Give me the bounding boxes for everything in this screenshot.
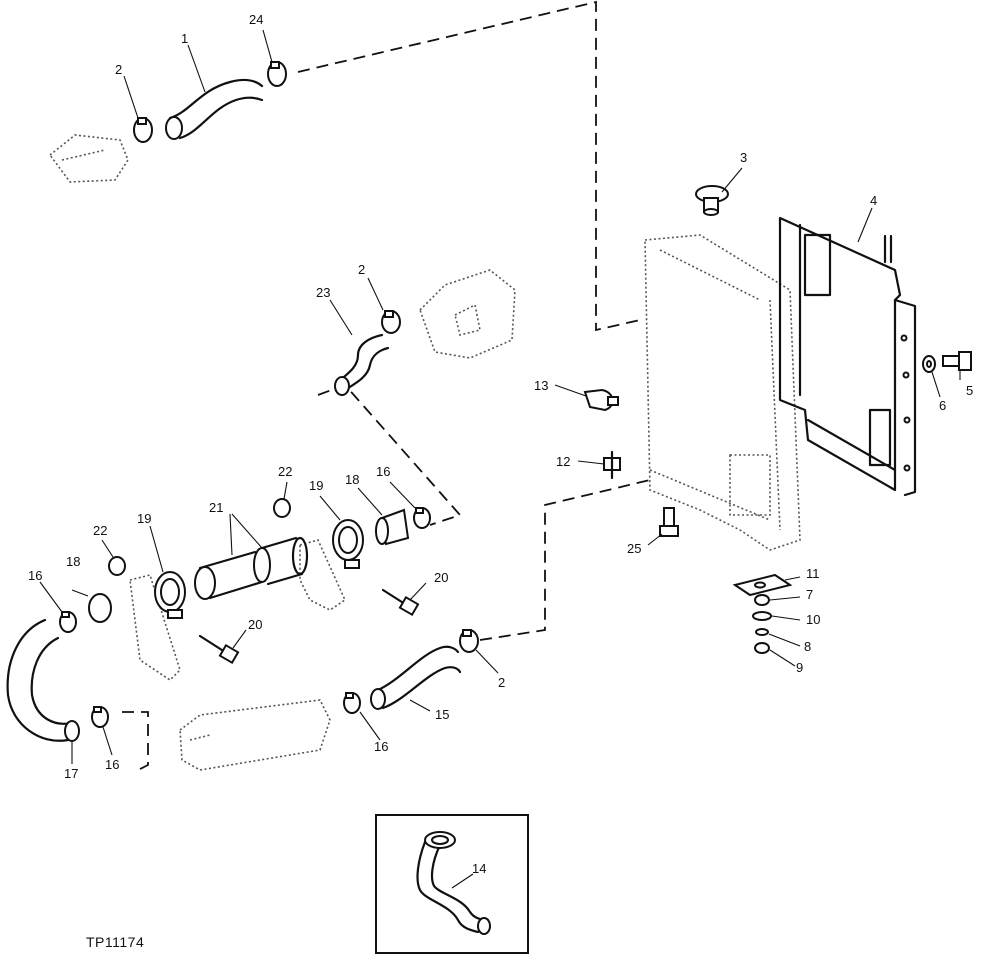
hose-clamp-16-lower [343, 692, 361, 714]
bracket-clamp-19-right [332, 519, 364, 569]
oil-cooler-ghost [179, 699, 331, 771]
callout-10: 10 [806, 612, 820, 627]
callout-8: 8 [804, 639, 811, 654]
callout-3: 3 [740, 150, 747, 165]
callout-19-right: 19 [309, 478, 323, 493]
callout-2-pump: 2 [358, 262, 365, 277]
bolt-20-lower [198, 634, 240, 665]
upper-radiator-hose-group [48, 61, 287, 183]
routing-lines [122, 0, 651, 771]
callout-23: 23 [316, 285, 330, 300]
inset-box [375, 814, 529, 954]
callout-15: 15 [435, 707, 449, 722]
bracket-clamp-19-left [154, 571, 186, 619]
callout-2-top: 2 [115, 62, 122, 77]
callout-13: 13 [534, 378, 548, 393]
callout-12: 12 [556, 454, 570, 469]
nut-22-left [108, 556, 126, 576]
callout-25: 25 [627, 541, 641, 556]
callout-22-right: 22 [278, 464, 292, 479]
callout-11: 11 [806, 566, 820, 581]
fan-shroud [778, 216, 917, 497]
isolator-7 [754, 594, 770, 606]
callout-2-lower: 2 [498, 675, 505, 690]
engine-outlet-ghost [48, 134, 129, 183]
bolt-20-upper [381, 588, 420, 617]
callout-24: 24 [249, 12, 263, 27]
callout-20-lower: 20 [248, 617, 262, 632]
radiator-ghost [644, 234, 801, 551]
hose-clamp-24 [267, 61, 287, 87]
bypass-hose-23 [334, 333, 390, 396]
hose-clip-13 [583, 388, 619, 412]
callout-19-left: 19 [137, 511, 151, 526]
callout-16-lower-left: 16 [105, 757, 119, 772]
callout-labels: 1 2 24 3 4 23 2 13 5 6 12 22 19 18 16 21… [28, 12, 973, 876]
callout-16-lower: 16 [374, 739, 388, 754]
drain-valve-12 [603, 450, 621, 480]
washer-6 [922, 355, 936, 373]
coolant-tube-21 [194, 536, 309, 600]
lower-hose-group [6, 611, 479, 771]
radiator-cap [695, 185, 729, 216]
hose-clamp-16-left [59, 611, 77, 633]
sleeve-18-right [375, 508, 410, 546]
support-bracket-ghost [299, 539, 347, 611]
sleeve-18-left [88, 593, 112, 623]
callout-22-left: 22 [93, 523, 107, 538]
callout-21: 21 [209, 500, 223, 515]
callout-7: 7 [806, 587, 813, 602]
hose-clamp-16-right [413, 507, 431, 529]
callout-9: 9 [796, 660, 803, 675]
callout-6: 6 [939, 398, 946, 413]
support-bracket-ghost-left [129, 574, 181, 682]
callout-4: 4 [870, 193, 877, 208]
upper-hose [168, 78, 264, 140]
nut-22-right [273, 498, 291, 518]
washer-8 [755, 628, 769, 636]
lower-hose-15 [376, 645, 462, 710]
callout-20-upper: 20 [434, 570, 448, 585]
leader-lines [39, 29, 961, 889]
elbow-hose-17 [6, 618, 77, 742]
callout-17: 17 [64, 766, 78, 781]
hose-clamp-2-top [133, 117, 153, 143]
callout-16-right: 16 [376, 464, 390, 479]
bolt-5 [942, 351, 972, 371]
figure-id-label: TP11174 [86, 934, 145, 950]
mount-plate-11 [732, 573, 793, 597]
nut-9 [754, 642, 770, 654]
hose-clamp-2-pump [381, 310, 401, 334]
callout-16-left: 16 [28, 568, 42, 583]
hose-clamp-16-lower-left [91, 706, 109, 728]
callout-18-left: 18 [66, 554, 80, 569]
washer-10 [752, 611, 772, 621]
bolt-25 [659, 507, 679, 537]
callout-14: 14 [472, 861, 486, 876]
callout-1: 1 [181, 31, 188, 46]
tube-assembly [88, 498, 431, 682]
hose-clamp-2-lower [459, 629, 479, 653]
water-pump-ghost [419, 269, 516, 359]
callout-18-right: 18 [345, 472, 359, 487]
callout-5: 5 [966, 383, 973, 398]
